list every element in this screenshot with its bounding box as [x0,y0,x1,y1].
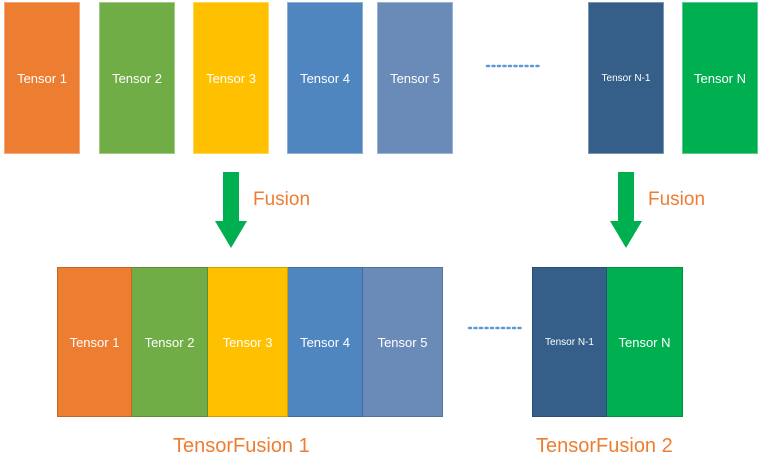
tensor-label: Tensor 5 [377,334,428,350]
top-tensor-2: Tensor 2 [99,2,175,154]
down-arrow-icon [215,172,247,248]
tensor-label: Tensor N [618,334,671,350]
tensor-label: Tensor 1 [17,70,67,86]
tensor-label: Tensor 4 [300,334,350,350]
fusion-label-2: Fusion [648,189,706,210]
fused-tensor-n: Tensor N [607,267,683,417]
tensor-label: Tensor N-1 [545,336,594,348]
top-tensor-5: Tensor 5 [377,2,453,154]
top-tensor-n-minus-1: Tensor N-1 [588,2,664,154]
fused-tensor-2: Tensor 2 [132,267,208,417]
fusion-label-1: Fusion [253,189,311,210]
down-arrow-icon [610,172,642,248]
tensor-fusion-1-label: TensorFusion 1 [173,435,310,457]
tensor-label: Tensor 2 [144,334,195,350]
top-tensor-4: Tensor 4 [287,2,363,154]
top-tensor-1: Tensor 1 [4,2,80,154]
tensor-label: Tensor 3 [206,70,256,86]
fused-tensor-n-minus-1: Tensor N-1 [532,267,607,417]
tensor-label: Tensor N [693,70,747,86]
top-tensor-n: Tensor N [682,2,758,154]
fused-tensor-1: Tensor 1 [57,267,132,417]
tensor-label: Tensor 4 [300,70,350,86]
tensor-fusion-2-label: TensorFusion 2 [536,435,673,457]
fused-tensor-3: Tensor 3 [208,267,288,417]
fused-tensor-5: Tensor 5 [363,267,443,417]
tensor-label: Tensor 1 [69,334,120,350]
tensor-label: Tensor 3 [222,334,273,350]
tensor-label: Tensor N-1 [601,72,651,84]
fused-tensor-4: Tensor 4 [288,267,363,417]
tensor-label: Tensor 2 [112,70,162,86]
top-tensor-3: Tensor 3 [193,2,269,154]
tensor-label: Tensor 5 [390,70,440,86]
